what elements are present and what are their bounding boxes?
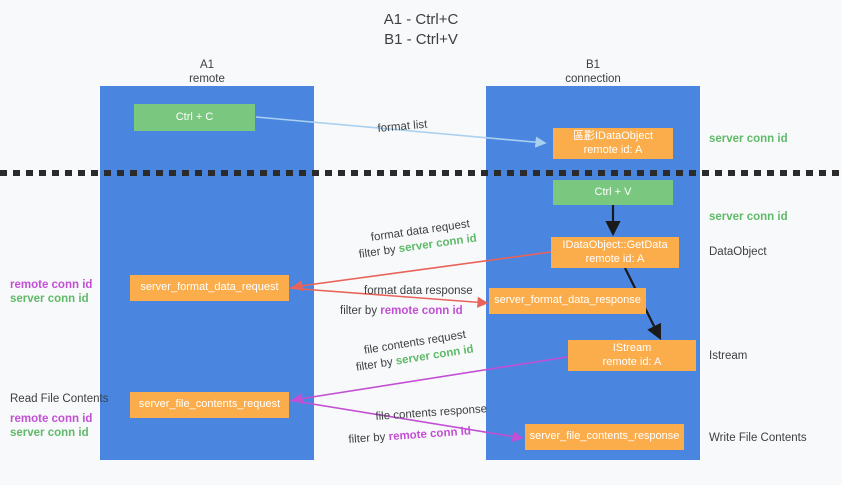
server-conn-id-label: server conn id: [10, 293, 89, 305]
phase-divider: [0, 170, 842, 176]
node-istream[interactable]: IStream remote id: A: [568, 340, 696, 371]
side-label-write-file-contents: Write File Contents: [709, 432, 807, 444]
node-idataobject-getdata-line2: remote id: A: [585, 252, 645, 265]
node-server-format-data-request[interactable]: server_format_data_request: [130, 275, 289, 301]
filter-prefix: filter by: [358, 243, 400, 261]
lane-header-b1: B1 connection: [565, 59, 621, 85]
node-server-format-data-response[interactable]: server_format_data_response: [489, 288, 646, 314]
side-label-dataobject: DataObject: [709, 246, 767, 258]
node-server-file-contents-request[interactable]: server_file_contents_request: [130, 392, 289, 418]
side-label-conn-ids-lower: remote conn id server conn id: [10, 412, 92, 440]
edge-label-format-list: format list: [377, 118, 428, 135]
node-ctrl-v[interactable]: Ctrl + V: [553, 180, 673, 205]
node-ctrl-c-label: Ctrl + C: [175, 110, 214, 123]
node-idataobject-getdata[interactable]: IDataObject::GetData remote id: A: [551, 237, 679, 268]
node-server-file-contents-request-label: server_file_contents_request: [138, 398, 281, 411]
node-idataobject-getdata-line1: IDataObject::GetData: [562, 239, 668, 251]
node-server-format-data-request-label: server_format_data_request: [140, 281, 279, 294]
edge-label-file-contents-response-filter: filter by remote conn id: [348, 424, 471, 448]
remote-conn-id-label: remote conn id: [10, 413, 93, 425]
lane-header-a1: A1 remote: [189, 59, 225, 85]
edge-label-file-contents-response: file contents response: [375, 403, 488, 423]
node-ctrl-v-label: Ctrl + V: [594, 185, 632, 198]
side-label-read-file-contents: Read File Contents: [10, 393, 109, 405]
filter-prefix: filter by: [348, 431, 390, 446]
side-label-server-conn-id-mid: server conn id: [709, 211, 788, 223]
server-conn-id-label: server conn id: [10, 427, 89, 439]
filter-prefix: filter by: [340, 305, 381, 317]
edge-label-format-data-response-filter: filter by remote conn id: [340, 304, 463, 319]
filter-prefix: filter by: [355, 355, 397, 374]
node-istream-line1: IStream: [612, 342, 652, 354]
node-server-file-contents-response-label: server_file_contents_response: [529, 430, 680, 443]
node-idataobject-line2: remote id: A: [583, 143, 643, 156]
node-server-file-contents-response[interactable]: server_file_contents_response: [525, 424, 684, 450]
filter-key-remote-conn-id: remote conn id: [388, 425, 472, 444]
page-title: A1 - Ctrl+C B1 - Ctrl+V: [383, 11, 459, 48]
remote-conn-id-label: remote conn id: [10, 279, 93, 291]
filter-key-remote-conn-id: remote conn id: [380, 305, 463, 317]
node-idataobject[interactable]: 區彲IDataObject remote id: A: [553, 128, 673, 159]
side-label-conn-ids-upper: remote conn id server conn id: [10, 278, 92, 306]
side-label-istream: Istream: [709, 350, 748, 362]
node-istream-line2: remote id: A: [602, 355, 662, 368]
side-label-server-conn-id-top: server conn id: [709, 133, 788, 145]
node-ctrl-c[interactable]: Ctrl + C: [134, 104, 255, 131]
node-server-format-data-response-label: server_format_data_response: [494, 294, 641, 307]
node-idataobject-line1: 區彲IDataObject: [572, 130, 654, 142]
edge-label-format-data-response: format data response: [364, 285, 473, 297]
